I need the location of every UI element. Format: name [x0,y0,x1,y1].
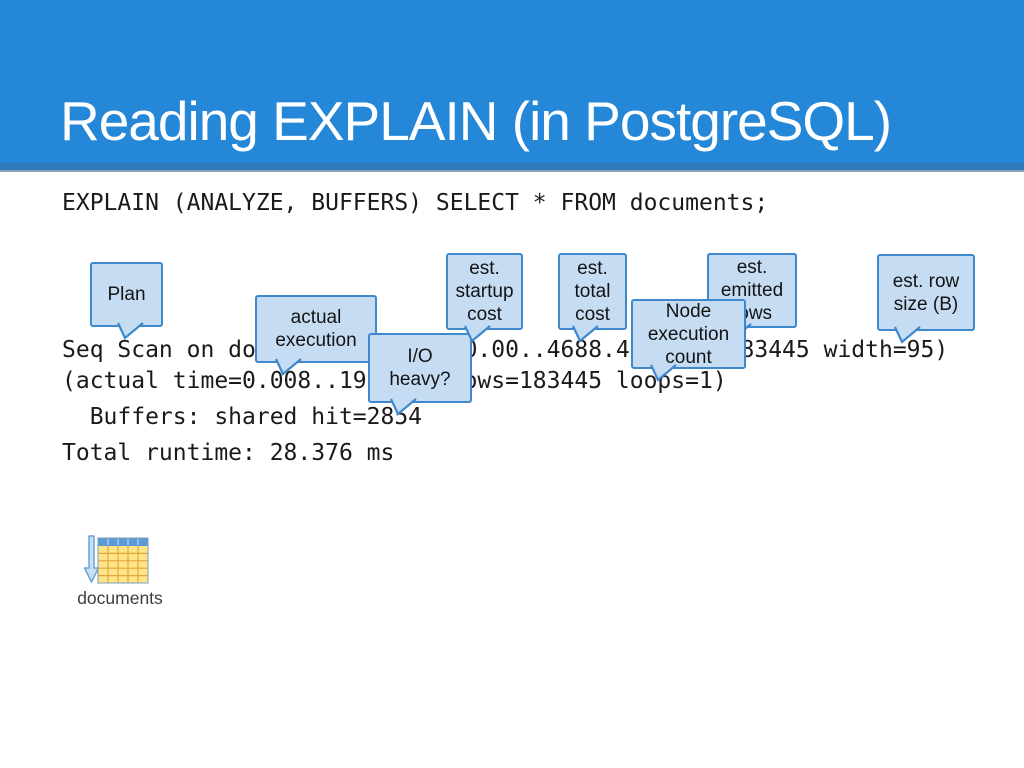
callout-actual-execution-label: actual execution [275,307,357,351]
callout-est-row-size: est. row size (B) [877,254,975,344]
title-band-divider [0,163,1024,172]
callout-node-execution-count-label: Node execution count [647,300,730,368]
callout-est-startup-cost-label: est. startup cost [455,258,514,325]
table-name-label: documents [77,588,163,608]
callout-tail [390,398,417,416]
table-import-icon [83,535,149,584]
title-band: Reading EXPLAIN (in PostgreSQL) [0,0,1024,163]
callout-tail [894,326,921,344]
callout-tail [275,358,302,376]
callout-est-startup-cost: est. startup cost [446,253,523,343]
callout-tail [650,364,677,382]
callout-est-total-cost-label: est. total cost [574,258,611,325]
callout-plan: Plan [90,262,163,340]
callout-io-heavy: I/O heavy? [368,333,472,416]
explain-output-line-3: Buffers: shared hit=2854 [62,404,423,430]
callout-plan-label: Plan [107,284,146,305]
callout-io-heavy-label: I/O heavy? [389,346,451,390]
page-title: Reading EXPLAIN (in PostgreSQL) [60,90,892,152]
explain-output-line-1: Seq Scan on documents (cost=0.00..4688.4… [62,337,949,363]
callout-est-row-size-label: est. row size (B) [892,270,960,315]
callout-tail [464,325,491,343]
explain-output-line-4: Total runtime: 28.376 ms [62,440,395,466]
explain-query: EXPLAIN (ANALYZE, BUFFERS) SELECT * FROM… [62,190,769,216]
callout-tail [572,325,599,343]
down-arrow-icon [83,535,100,583]
callout-tail [117,322,144,340]
callout-actual-execution: actual execution [255,295,377,376]
callout-node-execution-count: Node execution count [631,299,746,382]
callout-est-total-cost: est. total cost [558,253,627,343]
